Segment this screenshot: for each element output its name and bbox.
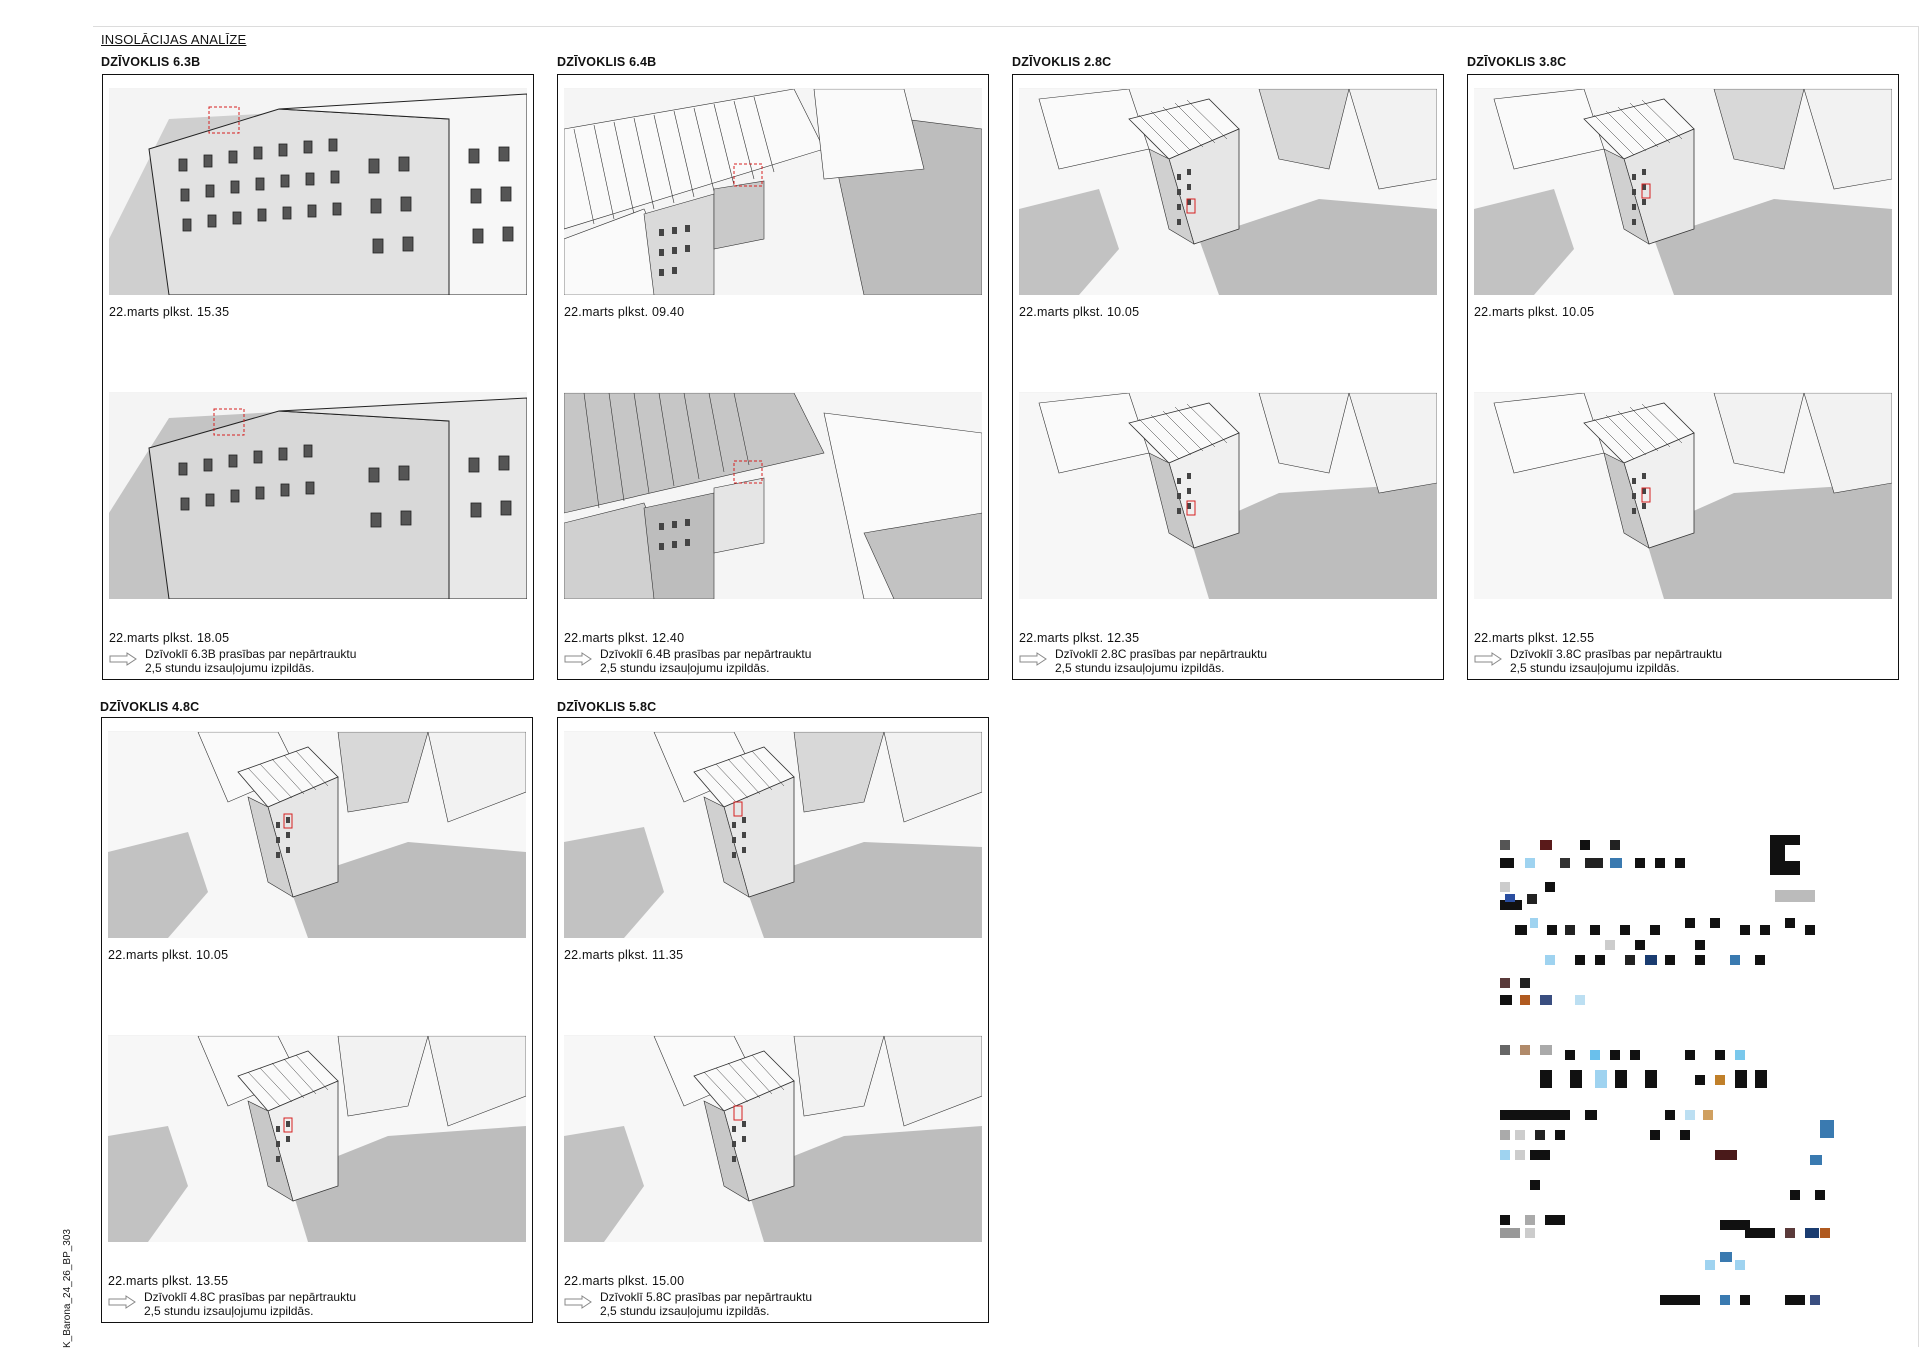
note-line-1: Dzīvoklī 3.8C prasības par nepārtrauktu bbox=[1510, 647, 1723, 661]
apartment-panel-5: 22.marts plkst. 10.05 22.marts plkst. 13… bbox=[101, 717, 533, 1323]
apartment-panel-6: 22.marts plkst. 11.35 22.marts plkst. 15… bbox=[557, 717, 989, 1323]
redacted-title-block bbox=[1485, 830, 1905, 1340]
insolation-view-4a bbox=[1474, 88, 1892, 295]
apartment-panel-2: 22.marts plkst. 09.40 22.marts plkst. 12… bbox=[557, 74, 989, 680]
note-line-2: 2,5 stundu izsauļojumu izpildās. bbox=[1055, 661, 1225, 675]
time-label-2b: 22.marts plkst. 12.40 bbox=[564, 631, 685, 645]
apartment-panel-3: 22.marts plkst. 10.05 22.marts plkst. 12… bbox=[1012, 74, 1444, 680]
note-line-1: Dzīvoklī 6.3B prasības par nepārtrauktu bbox=[145, 647, 357, 661]
insolation-view-3a bbox=[1019, 88, 1437, 295]
time-label-1b: 22.marts plkst. 18.05 bbox=[109, 631, 230, 645]
apartment-panel-4: 22.marts plkst. 10.05 22.marts plkst. 12… bbox=[1467, 74, 1899, 680]
arrow-right-icon bbox=[564, 1295, 592, 1309]
insolation-view-5a bbox=[108, 731, 526, 938]
time-label-4a: 22.marts plkst. 10.05 bbox=[1474, 305, 1595, 319]
note-line-1: Dzīvoklī 5.8C prasības par nepārtrauktu bbox=[600, 1290, 813, 1304]
note-line-2: 2,5 stundu izsauļojumu izpildās. bbox=[600, 1304, 770, 1318]
arrow-right-icon bbox=[108, 1295, 136, 1309]
apartment-label-2: DZĪVOKLIS 6.4B bbox=[557, 55, 657, 69]
apartment-label-6: DZĪVOKLIS 5.8C bbox=[557, 700, 657, 714]
insolation-view-1a bbox=[109, 88, 527, 295]
apartment-panel-1: 22.marts plkst. 15.35 22.marts plkst. 18… bbox=[102, 74, 534, 680]
apartment-label-4: DZĪVOKLIS 3.8C bbox=[1467, 55, 1567, 69]
insolation-view-4b bbox=[1474, 392, 1892, 599]
insolation-view-5b bbox=[108, 1035, 526, 1242]
note-line-2: 2,5 stundu izsauļojumu izpildās. bbox=[1510, 661, 1680, 675]
insolation-view-2a bbox=[564, 88, 982, 295]
time-label-6a: 22.marts plkst. 11.35 bbox=[564, 948, 684, 962]
time-label-5b: 22.marts plkst. 13.55 bbox=[108, 1274, 229, 1288]
note-line-1: Dzīvoklī 4.8C prasības par nepārtrauktu bbox=[144, 1290, 357, 1304]
time-label-4b: 22.marts plkst. 12.55 bbox=[1474, 631, 1595, 645]
apartment-label-5: DZĪVOKLIS 4.8C bbox=[100, 700, 200, 714]
time-label-1a: 22.marts plkst. 15.35 bbox=[109, 305, 230, 319]
insolation-view-2b bbox=[564, 392, 982, 599]
apartment-label-1: DZĪVOKLIS 6.3B bbox=[101, 55, 201, 69]
note-line-2: 2,5 stundu izsauļojumu izpildās. bbox=[600, 661, 770, 675]
time-label-5a: 22.marts plkst. 10.05 bbox=[108, 948, 229, 962]
insolation-view-6b bbox=[564, 1035, 982, 1242]
arrow-right-icon bbox=[1019, 652, 1047, 666]
apartment-label-3: DZĪVOKLIS 2.8C bbox=[1012, 55, 1112, 69]
note-line-2: 2,5 stundu izsauļojumu izpildās. bbox=[145, 661, 315, 675]
insolation-view-1b bbox=[109, 392, 527, 599]
sheet-title: INSOLĀCIJAS ANALĪZE bbox=[101, 32, 247, 47]
time-label-6b: 22.marts plkst. 15.00 bbox=[564, 1274, 685, 1288]
insolation-view-3b bbox=[1019, 392, 1437, 599]
note-line-1: Dzīvoklī 6.4B prasības par nepārtrauktu bbox=[600, 647, 812, 661]
note-line-2: 2,5 stundu izsauļojumu izpildās. bbox=[144, 1304, 314, 1318]
arrow-right-icon bbox=[564, 652, 592, 666]
sheet-frame bbox=[93, 26, 1919, 1347]
arrow-right-icon bbox=[109, 652, 137, 666]
time-label-2a: 22.marts plkst. 09.40 bbox=[564, 305, 685, 319]
note-line-1: Dzīvoklī 2.8C prasības par nepārtrauktu bbox=[1055, 647, 1268, 661]
insolation-view-6a bbox=[564, 731, 982, 938]
arrow-right-icon bbox=[1474, 652, 1502, 666]
drawing-code: K_Barona_24_26_BP_303 bbox=[62, 1229, 73, 1348]
time-label-3a: 22.marts plkst. 10.05 bbox=[1019, 305, 1140, 319]
time-label-3b: 22.marts plkst. 12.35 bbox=[1019, 631, 1140, 645]
